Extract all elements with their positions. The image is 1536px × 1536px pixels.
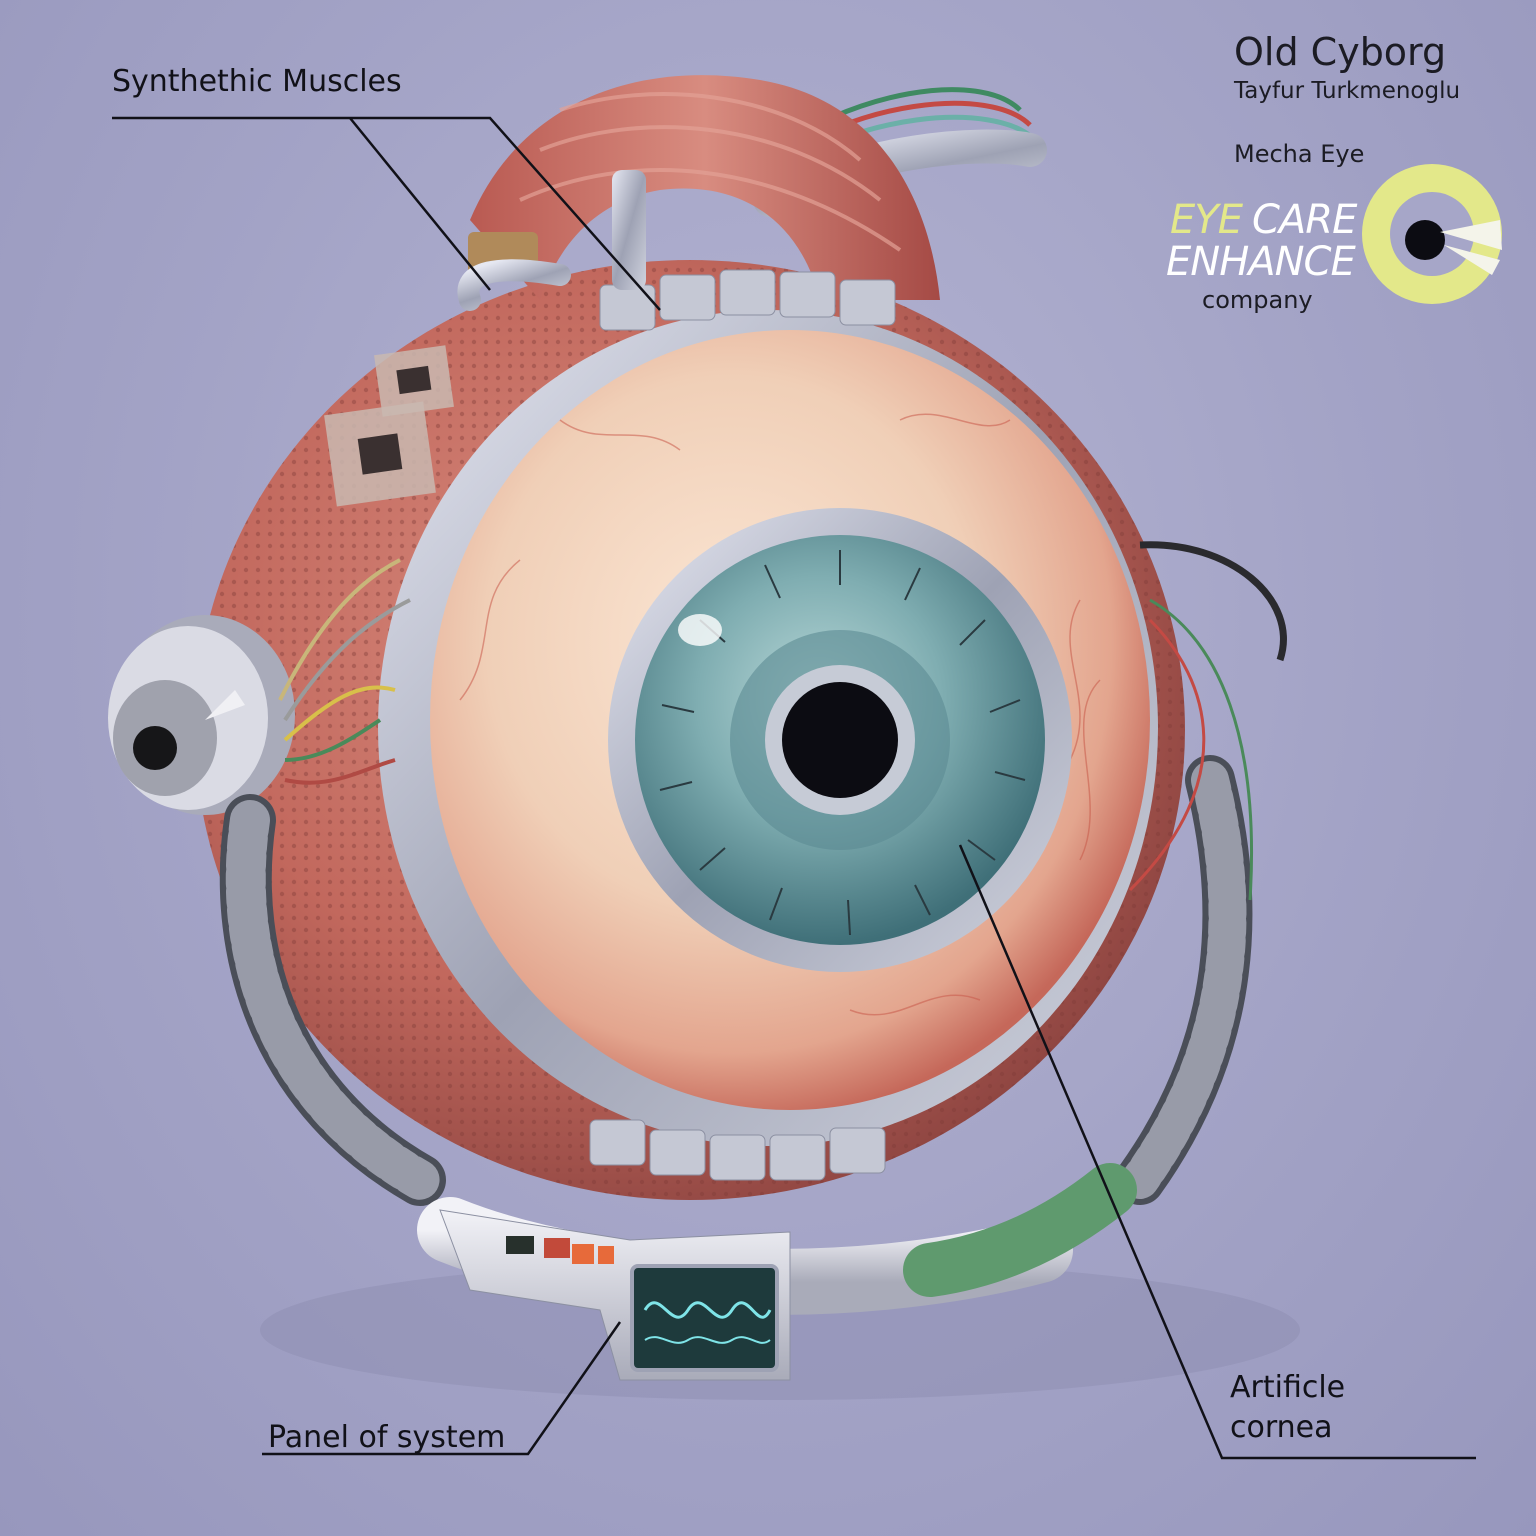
veins bbox=[459, 413, 1101, 1016]
logo-word-enhance: ENHANCE bbox=[1166, 239, 1356, 285]
cornea-highlight bbox=[678, 614, 722, 646]
muscles-line-b bbox=[349, 117, 491, 291]
system-panel bbox=[439, 1209, 791, 1381]
credit-author: Tayfur Turkmenoglu bbox=[1234, 78, 1461, 104]
side-disc bbox=[108, 615, 295, 815]
logo-tagline: company bbox=[1202, 286, 1313, 314]
logo-word-eye: EYE bbox=[1170, 197, 1243, 243]
credit-title: Old Cyborg bbox=[1234, 30, 1447, 74]
label-artificial-cornea-2: cornea bbox=[1230, 1410, 1333, 1445]
bottom-ring-segments bbox=[589, 1119, 886, 1181]
cornea-line bbox=[958, 844, 1476, 1460]
logo-word-care: CARE bbox=[1252, 197, 1357, 243]
label-artificial-cornea-1: Artificle bbox=[1230, 1370, 1346, 1405]
top-vertical-pipe bbox=[612, 170, 646, 290]
label-lines bbox=[112, 116, 1476, 1460]
panel-line bbox=[262, 1321, 622, 1456]
credit-subtitle: Mecha Eye bbox=[1234, 140, 1365, 168]
logo-mark bbox=[1362, 164, 1502, 304]
muscles-line-a bbox=[112, 116, 661, 311]
right-black-wire bbox=[1139, 541, 1287, 662]
label-panel-of-system: Panel of system bbox=[268, 1420, 506, 1455]
top-ring-segments bbox=[599, 269, 896, 331]
side-wires bbox=[278, 558, 411, 785]
green-wrap bbox=[903, 1163, 1137, 1297]
pupil bbox=[782, 682, 898, 798]
label-synthetic-muscles: Synthethic Muscles bbox=[112, 64, 402, 99]
oscilloscope-screen bbox=[630, 1264, 779, 1372]
